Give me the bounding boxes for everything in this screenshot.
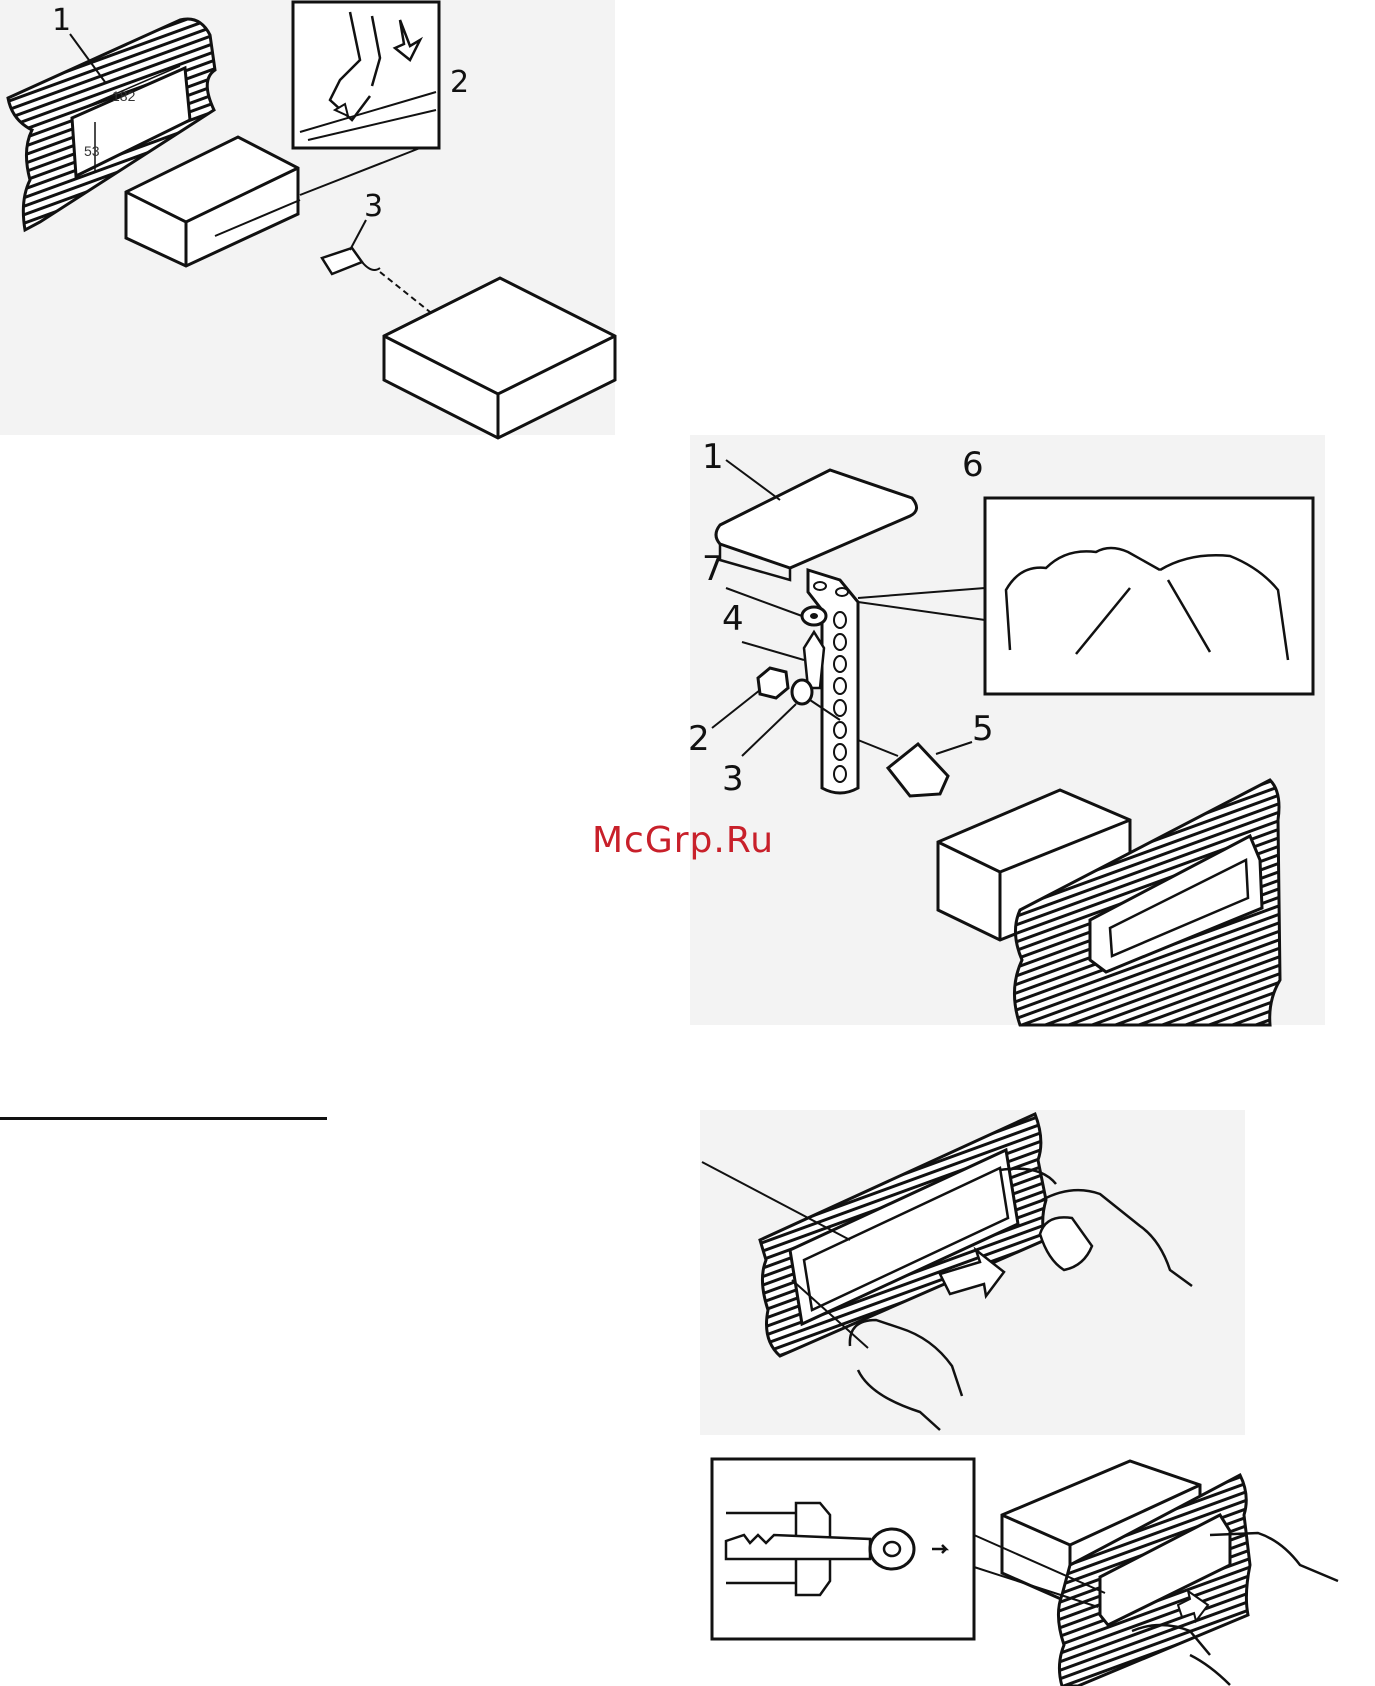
callout-4: 4 (722, 599, 744, 639)
nut-2 (758, 668, 788, 698)
dimension-height: 53 (84, 143, 100, 159)
washer-3 (792, 680, 812, 704)
detail-inset-bend-strap (985, 498, 1313, 694)
watermark: McGrp.Ru (592, 820, 774, 861)
dimension-width: 182 (112, 88, 136, 104)
callout-2: 2 (688, 719, 710, 759)
figure-trim-frame-removal (700, 1110, 1245, 1440)
callout-7: 7 (702, 549, 724, 589)
figure-sleeve-installation: 182 53 1 2 3 (0, 0, 620, 440)
callout-1: 1 (52, 3, 71, 38)
callout-5: 5 (972, 709, 994, 749)
callout-3: 3 (722, 759, 744, 799)
removal-key (726, 1535, 870, 1559)
callout-3: 3 (364, 189, 383, 224)
callout-6: 6 (962, 445, 984, 485)
callout-1: 1 (702, 437, 724, 477)
section-divider (0, 1117, 327, 1120)
callout-2: 2 (450, 65, 469, 100)
figure-strap-mounting: 1 6 7 4 2 3 5 (690, 420, 1340, 1040)
figure-unit-removal (710, 1455, 1375, 1686)
